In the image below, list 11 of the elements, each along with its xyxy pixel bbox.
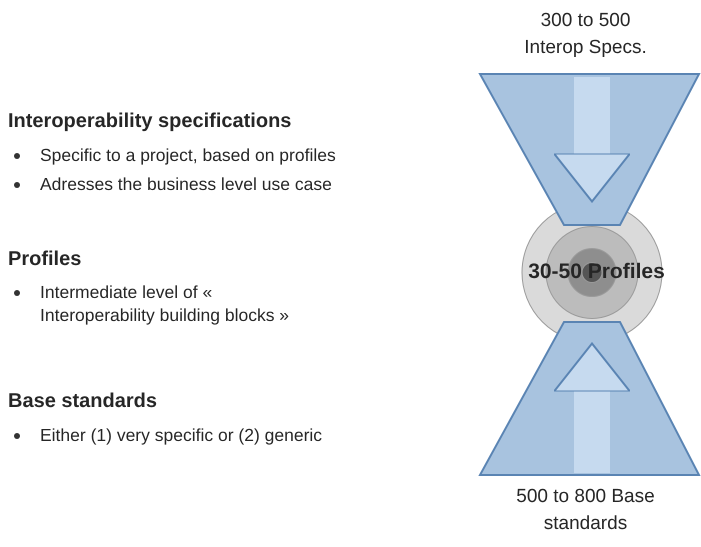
block-arrow [553, 342, 631, 473]
block-arrow [553, 77, 631, 202]
bullet-text: Adresses the business level use case [40, 173, 332, 196]
count-label: 300 to 500 Interop Specs. [523, 9, 648, 60]
bullet-text: Specific to a project, based on profiles [40, 144, 336, 167]
bullet-text: Either (1) very specific or (2) generic [40, 424, 322, 447]
section-heading: Interoperability specifications [8, 110, 292, 133]
section-heading: Base standards [8, 390, 157, 413]
count-label: 500 to 800 Base standards [515, 485, 656, 536]
section-heading: Profiles [8, 248, 82, 271]
bullet-text: Intermediate level of « Interoperability building blocks » [40, 281, 290, 327]
